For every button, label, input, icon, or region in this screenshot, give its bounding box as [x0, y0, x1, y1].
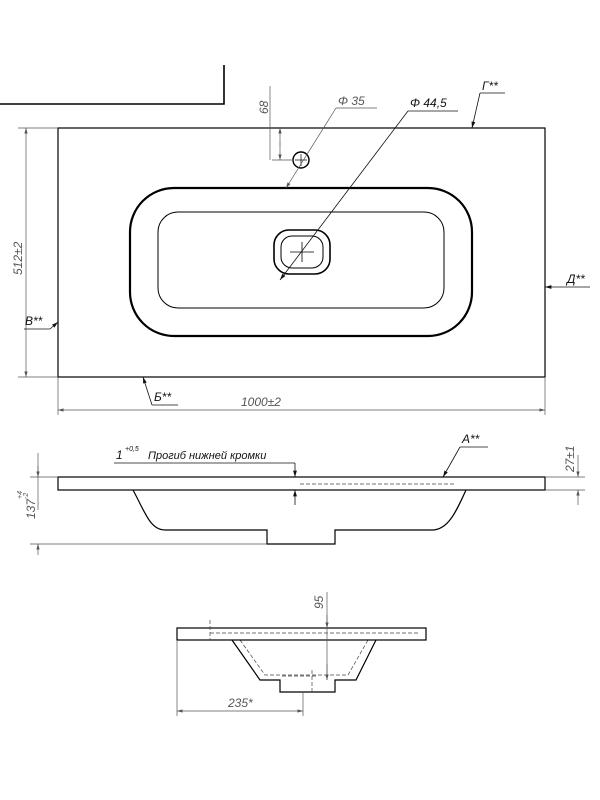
sag-tolerance: +0,5 [125, 446, 139, 453]
dim-total-height-tol-upper: +4 [17, 491, 24, 499]
front-slab [57, 476, 546, 491]
label-a: А** [461, 432, 480, 446]
side-bowl-profile [231, 639, 377, 693]
dim-total-height: 137 [24, 498, 38, 519]
top-view-callouts: Г** Д** В** Б** [24, 79, 590, 406]
label-b: Б** [154, 390, 171, 404]
label-d: Д** [565, 272, 585, 286]
top-view [57, 127, 546, 378]
front-view [57, 476, 546, 545]
drain-inner [280, 235, 324, 269]
sag-note: Прогиб нижней кромки [148, 450, 266, 462]
side-slab [176, 627, 427, 641]
sag-value: 1 [116, 448, 123, 462]
title-block-fragment [0, 65, 225, 105]
label-g: Г** [482, 79, 498, 93]
dim-tap-hole-diameter: Φ 35 [338, 94, 365, 108]
dim-bowl-depth: 95 [312, 595, 326, 609]
dim-drain-diameter: Φ 44,5 [410, 96, 447, 110]
dim-drain-offset: 235* [227, 696, 253, 710]
side-section [176, 620, 427, 693]
dim-total-height-tol-lower: -2 [23, 493, 30, 499]
dim-width: 1000±2 [241, 395, 281, 409]
dim-thickness: 27±1 [563, 445, 577, 473]
top-view-dimensions: 68 Φ 35 Φ 44,5 512±2 1000±2 [11, 86, 546, 415]
front-view-dimensions: 137 +4 -2 27±1 1 +0,5 Прогиб нижней кром… [17, 432, 585, 555]
dim-68: 68 [257, 100, 271, 114]
front-bowl-profile [132, 489, 467, 545]
dim-depth: 512±2 [11, 241, 25, 275]
side-section-dimensions: 95 235* [176, 592, 329, 716]
label-v: В** [25, 314, 43, 328]
